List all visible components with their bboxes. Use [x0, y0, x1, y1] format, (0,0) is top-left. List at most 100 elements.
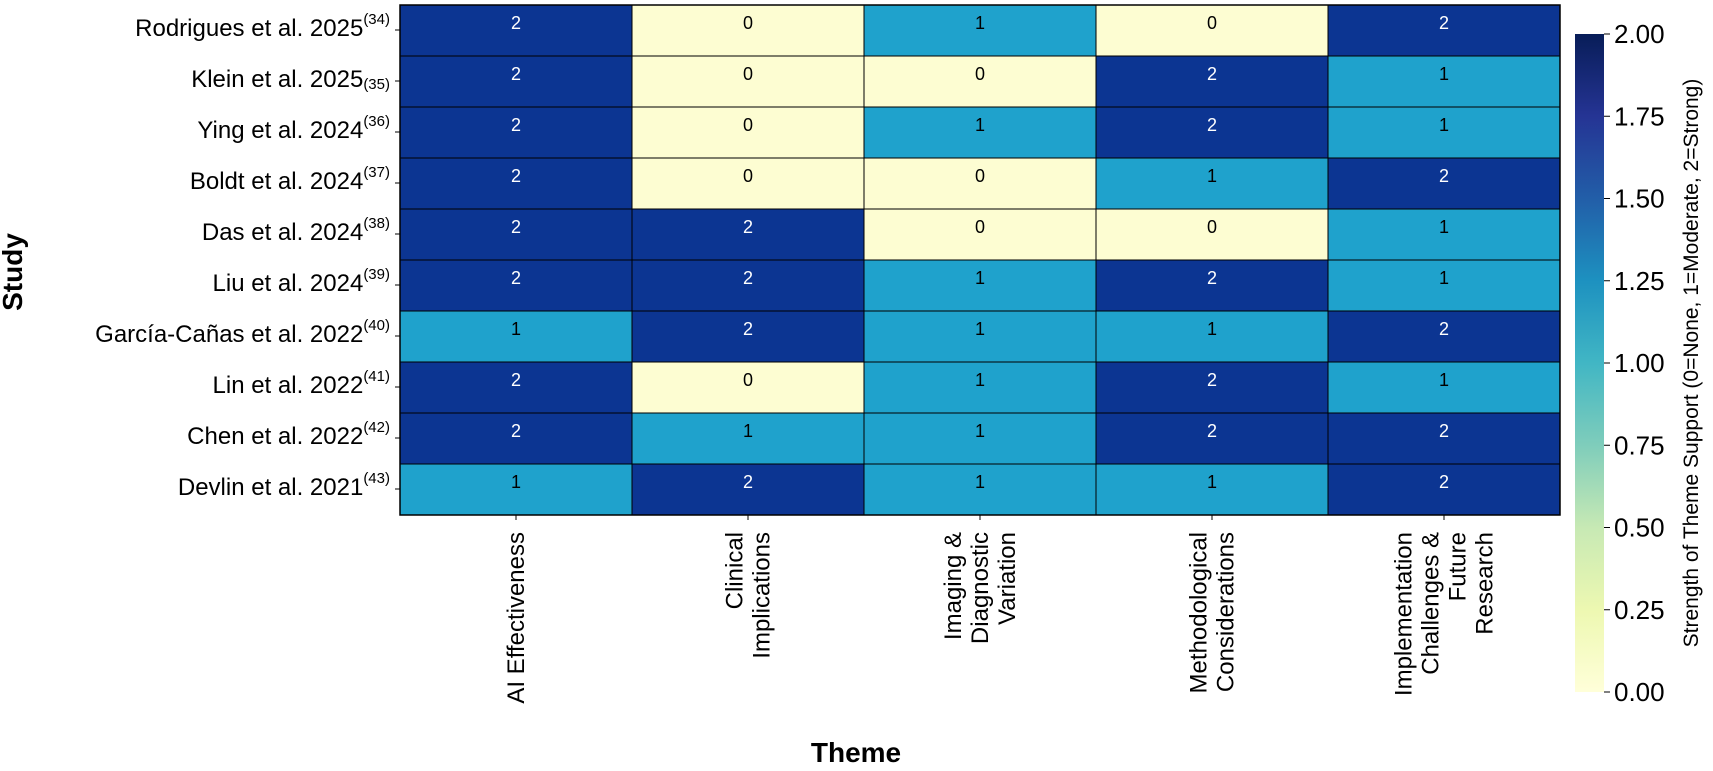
x-tick-labels: AI Effectiveness ClinicalImplications Imag…	[503, 515, 1499, 704]
cell-value-label: 2	[1439, 421, 1449, 441]
colorbar-tick-label: 0.00	[1614, 677, 1665, 707]
x-tick-label: ClinicalImplications	[722, 532, 776, 659]
heatmap-cell	[863, 412, 1097, 465]
heatmap-cell	[1095, 463, 1329, 516]
heatmap-cell	[863, 361, 1097, 414]
study-name: Devlin et al. 2021	[178, 474, 363, 501]
reference-number: (39)	[363, 266, 390, 283]
x-tick-label: ImplementationChallenges &FutureResearch	[1391, 532, 1499, 696]
cell-value-label: 2	[1207, 421, 1217, 441]
heatmap-cell	[1095, 157, 1329, 210]
cell-value-label: 1	[511, 319, 521, 339]
cell-value-label: 1	[1439, 64, 1449, 84]
y-tick-label: Devlin et al. 2021(43)	[178, 470, 390, 501]
cell-value-label: 1	[975, 319, 985, 339]
cell-value-label: 2	[1207, 268, 1217, 288]
colorbar-tick-label: 1.25	[1614, 266, 1665, 296]
study-name: Das et al. 2024	[202, 219, 363, 246]
heatmap-cell	[1327, 55, 1561, 108]
cell-value-label: 1	[975, 370, 985, 390]
heatmap-cell	[1095, 4, 1329, 57]
colorbar-tick-label: 0.75	[1614, 430, 1665, 460]
x-tick-label: Imaging &DiagnosticVariation	[940, 532, 1021, 644]
heatmap-cell	[863, 208, 1097, 261]
theme-label-line: Implications	[749, 532, 776, 659]
reference-number: (36)	[363, 113, 390, 130]
cell-value-label: 0	[743, 13, 753, 33]
cell-value-label: 2	[511, 217, 521, 237]
cell-value-label: 0	[975, 64, 985, 84]
heatmap-cell	[399, 4, 633, 57]
y-tick-label: Chen et al. 2022(42)	[187, 419, 390, 450]
heatmap-cell	[1327, 157, 1561, 210]
reference-number: (40)	[363, 317, 390, 334]
colorbar-label: Strength of Theme Support (0=None, 1=Mod…	[1680, 79, 1703, 648]
heatmap-cell	[1327, 412, 1561, 465]
study-name: Rodrigues et al. 2025	[135, 15, 363, 42]
cell-value-label: 0	[975, 217, 985, 237]
study-name: Boldt et al. 2024	[190, 168, 363, 195]
theme-label-line: Implementation	[1391, 532, 1418, 696]
cell-value-label: 0	[1207, 13, 1217, 33]
heatmap-cell	[399, 463, 633, 516]
heatmap-cells	[399, 4, 1561, 516]
theme-label-line: Methodological	[1186, 532, 1213, 693]
heatmap-cell	[631, 259, 865, 312]
cell-value-label: 2	[1439, 166, 1449, 186]
cell-value-label: 1	[1439, 115, 1449, 135]
colorbar: 0.000.250.500.751.001.251.501.752.00Stre…	[1575, 19, 1703, 707]
cell-value-label: 2	[1439, 13, 1449, 33]
study-name: Liu et al. 2024	[213, 270, 364, 297]
heatmap-cell	[863, 463, 1097, 516]
study-name: Chen et al. 2022	[187, 423, 363, 450]
y-tick-labels: Rodrigues et al. 2025(34) Klein et al. 20…	[95, 11, 400, 501]
cell-value-label: 0	[743, 166, 753, 186]
cell-value-label: 1	[975, 421, 985, 441]
cell-value-label: 2	[511, 421, 521, 441]
reference-number: (41)	[363, 368, 390, 385]
y-tick-label: Klein et al. 2025(35)	[191, 66, 390, 93]
y-axis-title: Study	[0, 233, 28, 311]
x-tick-label: AI Effectiveness	[503, 532, 530, 704]
heatmap-cell	[631, 412, 865, 465]
colorbar-tick-label: 0.50	[1614, 513, 1665, 543]
theme-label-line: Imaging &	[940, 532, 967, 640]
heatmap-cell	[1095, 259, 1329, 312]
heatmap-cell	[631, 157, 865, 210]
cell-value-label: 2	[511, 64, 521, 84]
cell-value-label: 0	[743, 370, 753, 390]
heatmap-cell	[1095, 361, 1329, 414]
cell-value-label: 1	[975, 13, 985, 33]
heatmap-cell	[631, 106, 865, 159]
heatmap-cell	[631, 361, 865, 414]
cell-value-label: 1	[743, 421, 753, 441]
reference-number: (35)	[363, 76, 390, 93]
cell-value-label: 2	[1439, 472, 1449, 492]
cell-value-label: 2	[743, 268, 753, 288]
colorbar-tick-label: 0.25	[1614, 595, 1665, 625]
heatmap-cell	[399, 361, 633, 414]
y-tick-label: García-Cañas et al. 2022(40)	[95, 317, 390, 348]
cell-value-label: 1	[975, 268, 985, 288]
cell-value-label: 2	[511, 166, 521, 186]
heatmap-cell	[631, 208, 865, 261]
y-tick-label: Boldt et al. 2024(37)	[190, 164, 390, 195]
cell-value-label: 2	[511, 115, 521, 135]
cell-value-label: 2	[511, 13, 521, 33]
reference-number: (37)	[363, 164, 390, 181]
heatmap-cell	[399, 55, 633, 108]
cell-value-label: 2	[1207, 370, 1217, 390]
colorbar-tick-label: 1.00	[1614, 348, 1665, 378]
reference-number: (38)	[363, 215, 390, 232]
y-tick-label: Rodrigues et al. 2025(34)	[135, 11, 390, 42]
cell-value-label: 0	[1207, 217, 1217, 237]
cell-value-label: 2	[743, 319, 753, 339]
cell-value-label: 1	[975, 472, 985, 492]
x-tick-label: MethodologicalConsiderations	[1186, 532, 1240, 693]
theme-label-line: AI Effectiveness	[503, 532, 530, 704]
heatmap-cell	[863, 259, 1097, 312]
colorbar-tick-label: 1.50	[1614, 184, 1665, 214]
study-name: Klein et al. 2025	[191, 66, 363, 93]
cell-value-label: 1	[1207, 166, 1217, 186]
